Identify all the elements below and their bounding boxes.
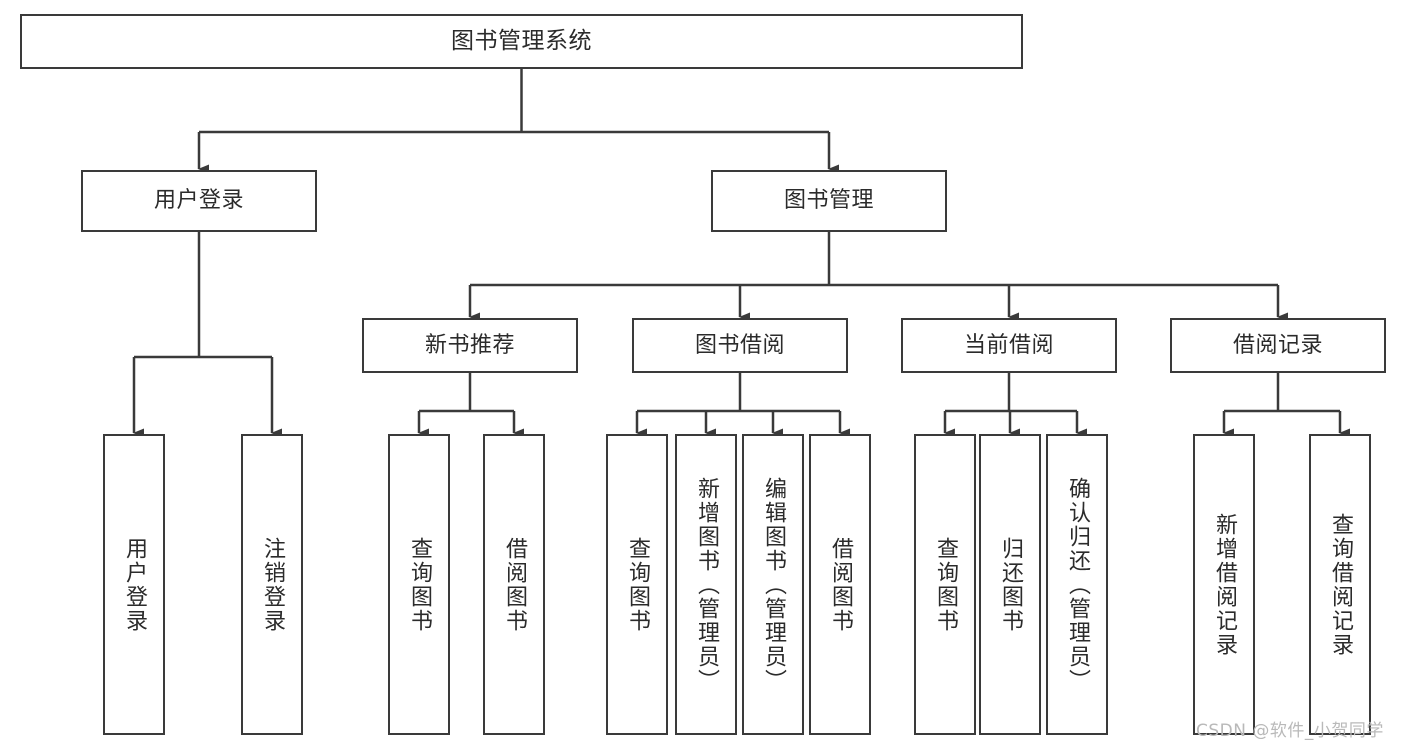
node-label: 新书推荐 [424, 332, 515, 358]
node-label: 用户登录 [153, 188, 244, 214]
node-leaf-query-rec: 查询借阅记录 [1309, 434, 1371, 735]
node-label: 借阅记录 [1232, 332, 1323, 358]
node-label: 查询图书 [407, 536, 432, 633]
node-label: 借阅图书 [502, 536, 527, 633]
node-leaf-borrow-2: 借阅图书 [809, 434, 871, 735]
node-label: 归还图书 [998, 536, 1023, 633]
node-label: 注销登录 [260, 536, 285, 633]
node-leaf-logout: 注销登录 [241, 434, 303, 735]
node-leaf-edit-book: 编辑图书（管理员） [742, 434, 804, 735]
node-label: 查询图书 [625, 536, 650, 633]
node-label: 查询图书 [933, 536, 958, 633]
node-label: 新增借阅记录 [1212, 512, 1237, 657]
node-label: 用户登录 [122, 536, 147, 633]
node-label: 图书管理系统 [451, 27, 592, 54]
node-leaf-add-rec: 新增借阅记录 [1193, 434, 1255, 735]
node-leaf-confirm: 确认归还（管理员） [1046, 434, 1108, 735]
csdn-watermark: CSDN @软件_小贺同学 [1196, 721, 1384, 741]
node-leaf-user-login: 用户登录 [103, 434, 165, 735]
node-label: 借阅图书 [828, 536, 853, 633]
node-label: 新增图书（管理员） [694, 476, 719, 693]
node-label: 图书管理 [783, 188, 874, 214]
node-root: 图书管理系统 [20, 14, 1023, 69]
node-leaf-return: 归还图书 [979, 434, 1041, 735]
node-label: 查询借阅记录 [1328, 512, 1353, 657]
node-book-borrow: 图书借阅 [632, 318, 848, 373]
node-current-borrow: 当前借阅 [901, 318, 1117, 373]
node-book-manage: 图书管理 [711, 170, 947, 232]
node-borrow-record: 借阅记录 [1170, 318, 1386, 373]
node-label: 编辑图书（管理员） [761, 476, 786, 693]
node-user-login: 用户登录 [81, 170, 317, 232]
node-label: 图书借阅 [694, 332, 785, 358]
node-leaf-borrow-1: 借阅图书 [483, 434, 545, 735]
node-new-book-rec: 新书推荐 [362, 318, 578, 373]
node-label: 当前借阅 [963, 332, 1054, 358]
node-leaf-query-1: 查询图书 [388, 434, 450, 735]
node-leaf-query-3: 查询图书 [914, 434, 976, 735]
node-label: 确认归还（管理员） [1065, 476, 1090, 693]
node-leaf-add-book: 新增图书（管理员） [675, 434, 737, 735]
node-leaf-query-2: 查询图书 [606, 434, 668, 735]
